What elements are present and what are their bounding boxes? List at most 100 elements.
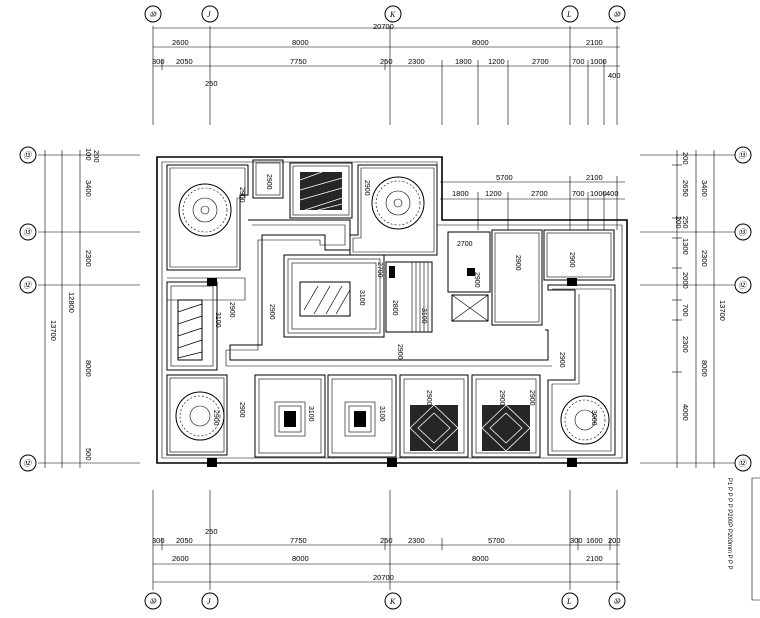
bottom-dim: 2100 xyxy=(586,554,603,563)
right-dim: 2300 xyxy=(700,250,709,267)
ceiling-label: 2700 xyxy=(376,262,383,278)
grid-bubble-label: ⑩ xyxy=(149,597,157,606)
grid-bubble xyxy=(734,223,752,241)
top-dim: 2300 xyxy=(408,57,425,66)
left-dimension-block: 13700 12800 3400 2300 8000 100 200 500 xyxy=(38,148,140,468)
grid-bubble xyxy=(734,454,752,472)
stair xyxy=(385,261,433,333)
grid-bubble xyxy=(19,454,37,472)
left-grid-bubbles: ⑬ ⑬ ⑫ ⑫ xyxy=(19,146,37,472)
room-left-middle xyxy=(166,281,218,371)
room-top-left xyxy=(166,164,249,271)
top-dim: 400 xyxy=(608,71,621,80)
right-dim: 200 xyxy=(681,152,690,165)
ceiling-label: 2900 xyxy=(528,390,535,406)
grid-bubble xyxy=(561,5,579,23)
grid-bubble-label: ⑩ xyxy=(613,10,621,19)
room-bottom-1 xyxy=(254,374,326,458)
inner-dimension-strip: 5700 2100 1800 1200 2700 700 1000 400 xyxy=(440,173,625,230)
ceiling-label: 3000 xyxy=(590,410,597,426)
grid-bubble-label: K xyxy=(389,597,396,606)
ceiling-label: 2900 xyxy=(473,272,480,288)
top-dim: 7750 xyxy=(290,57,307,66)
grid-bubble xyxy=(201,5,219,23)
bottom-dim: 8000 xyxy=(292,554,309,563)
column xyxy=(207,278,217,286)
left-dim: 8000 xyxy=(84,360,93,377)
room-bottom-4 xyxy=(471,374,541,458)
side-note: P1 P P P P P200P P200mm P P P xyxy=(726,477,760,601)
ceiling-label: 2900 xyxy=(265,174,272,190)
grid-bubble xyxy=(734,146,752,164)
grid-bubble-label: ⑬ xyxy=(738,151,748,160)
left-dim: 3400 xyxy=(84,180,93,197)
round-ceiling xyxy=(175,391,225,441)
top-dim: 2700 xyxy=(532,57,549,66)
outer-wall xyxy=(156,156,628,464)
room-center xyxy=(283,254,385,338)
hatch-panel-3 xyxy=(177,299,203,361)
right-dim: 2000 xyxy=(681,272,690,289)
room-top-middle xyxy=(289,162,353,219)
room-bottom-left xyxy=(166,374,228,456)
room-right-cell-1 xyxy=(447,231,491,293)
right-dim: 8000 xyxy=(700,360,709,377)
grid-bubble-label: K xyxy=(389,10,396,19)
right-dim: 13700 xyxy=(718,300,727,321)
top-dim: 8000 xyxy=(292,38,309,47)
inner-dim: 1800 xyxy=(452,189,469,198)
right-dim: 2300 xyxy=(681,336,690,353)
ceiling-label: 3100 xyxy=(378,406,385,422)
column xyxy=(207,458,217,467)
grid-bubble-label: ⑩ xyxy=(149,10,157,19)
left-dim: 100 xyxy=(84,148,93,161)
grid-bubble-label: L xyxy=(566,10,572,19)
ceiling-label: 2900 xyxy=(498,390,505,406)
round-ceiling xyxy=(560,395,610,445)
grid-bubble xyxy=(561,592,579,610)
left-dim: 500 xyxy=(84,448,93,461)
right-dim: 4000 xyxy=(681,404,690,421)
closet xyxy=(252,159,284,199)
top-dim: 8000 xyxy=(472,38,489,47)
room-top-right xyxy=(349,164,438,256)
left-dim: 12800 xyxy=(67,292,76,313)
right-dim: 200 xyxy=(674,216,683,229)
grid-bubble-label: ⑬ xyxy=(738,228,748,237)
side-note-text: P1 P P P P P200P P200mm P P P xyxy=(726,478,732,570)
right-grid-bubbles: ⑬ ⑬ ⑫ ⑫ xyxy=(734,146,752,472)
top-total-dim: 20700 xyxy=(373,22,394,31)
room-right-cell-2 xyxy=(491,229,543,326)
bottom-dim: 300 xyxy=(570,536,583,545)
grid-bubble-label: J xyxy=(207,10,211,19)
inner-dim: 1000 xyxy=(590,189,607,198)
hatch-panel-2 xyxy=(299,281,351,317)
top-dim: 1200 xyxy=(488,57,505,66)
right-dim: 3400 xyxy=(700,180,709,197)
right-dim: 250 xyxy=(681,216,690,229)
ceiling-label: 2900 xyxy=(228,302,235,318)
column xyxy=(387,458,397,467)
left-dim: 2300 xyxy=(84,250,93,267)
bottom-dim: 1600 xyxy=(586,536,603,545)
room-right-cell-4 xyxy=(451,294,489,322)
grid-bubble-label: ⑫ xyxy=(23,281,33,290)
ceiling-label: 2900 xyxy=(238,187,245,203)
top-dim: 1800 xyxy=(455,57,472,66)
grid-bubble xyxy=(608,592,626,610)
right-dimension-block: 200 2650 250 200 1300 2000 700 2300 4000… xyxy=(640,150,735,468)
grid-bubble-label: ⑫ xyxy=(738,281,748,290)
ceiling-label: 3100 xyxy=(358,290,365,306)
grid-bubble xyxy=(19,146,37,164)
bottom-dim: 200 xyxy=(608,536,621,545)
ceiling-label: 3100 xyxy=(307,406,314,422)
bottom-dim: 250 xyxy=(380,536,393,545)
ceiling-label: 2800 xyxy=(391,300,398,316)
grid-bubble xyxy=(19,223,37,241)
stair-treads xyxy=(411,262,429,332)
inner-dim: 700 xyxy=(572,189,585,198)
grid-bubble xyxy=(734,276,752,294)
inner-dim: 5700 xyxy=(496,173,513,182)
